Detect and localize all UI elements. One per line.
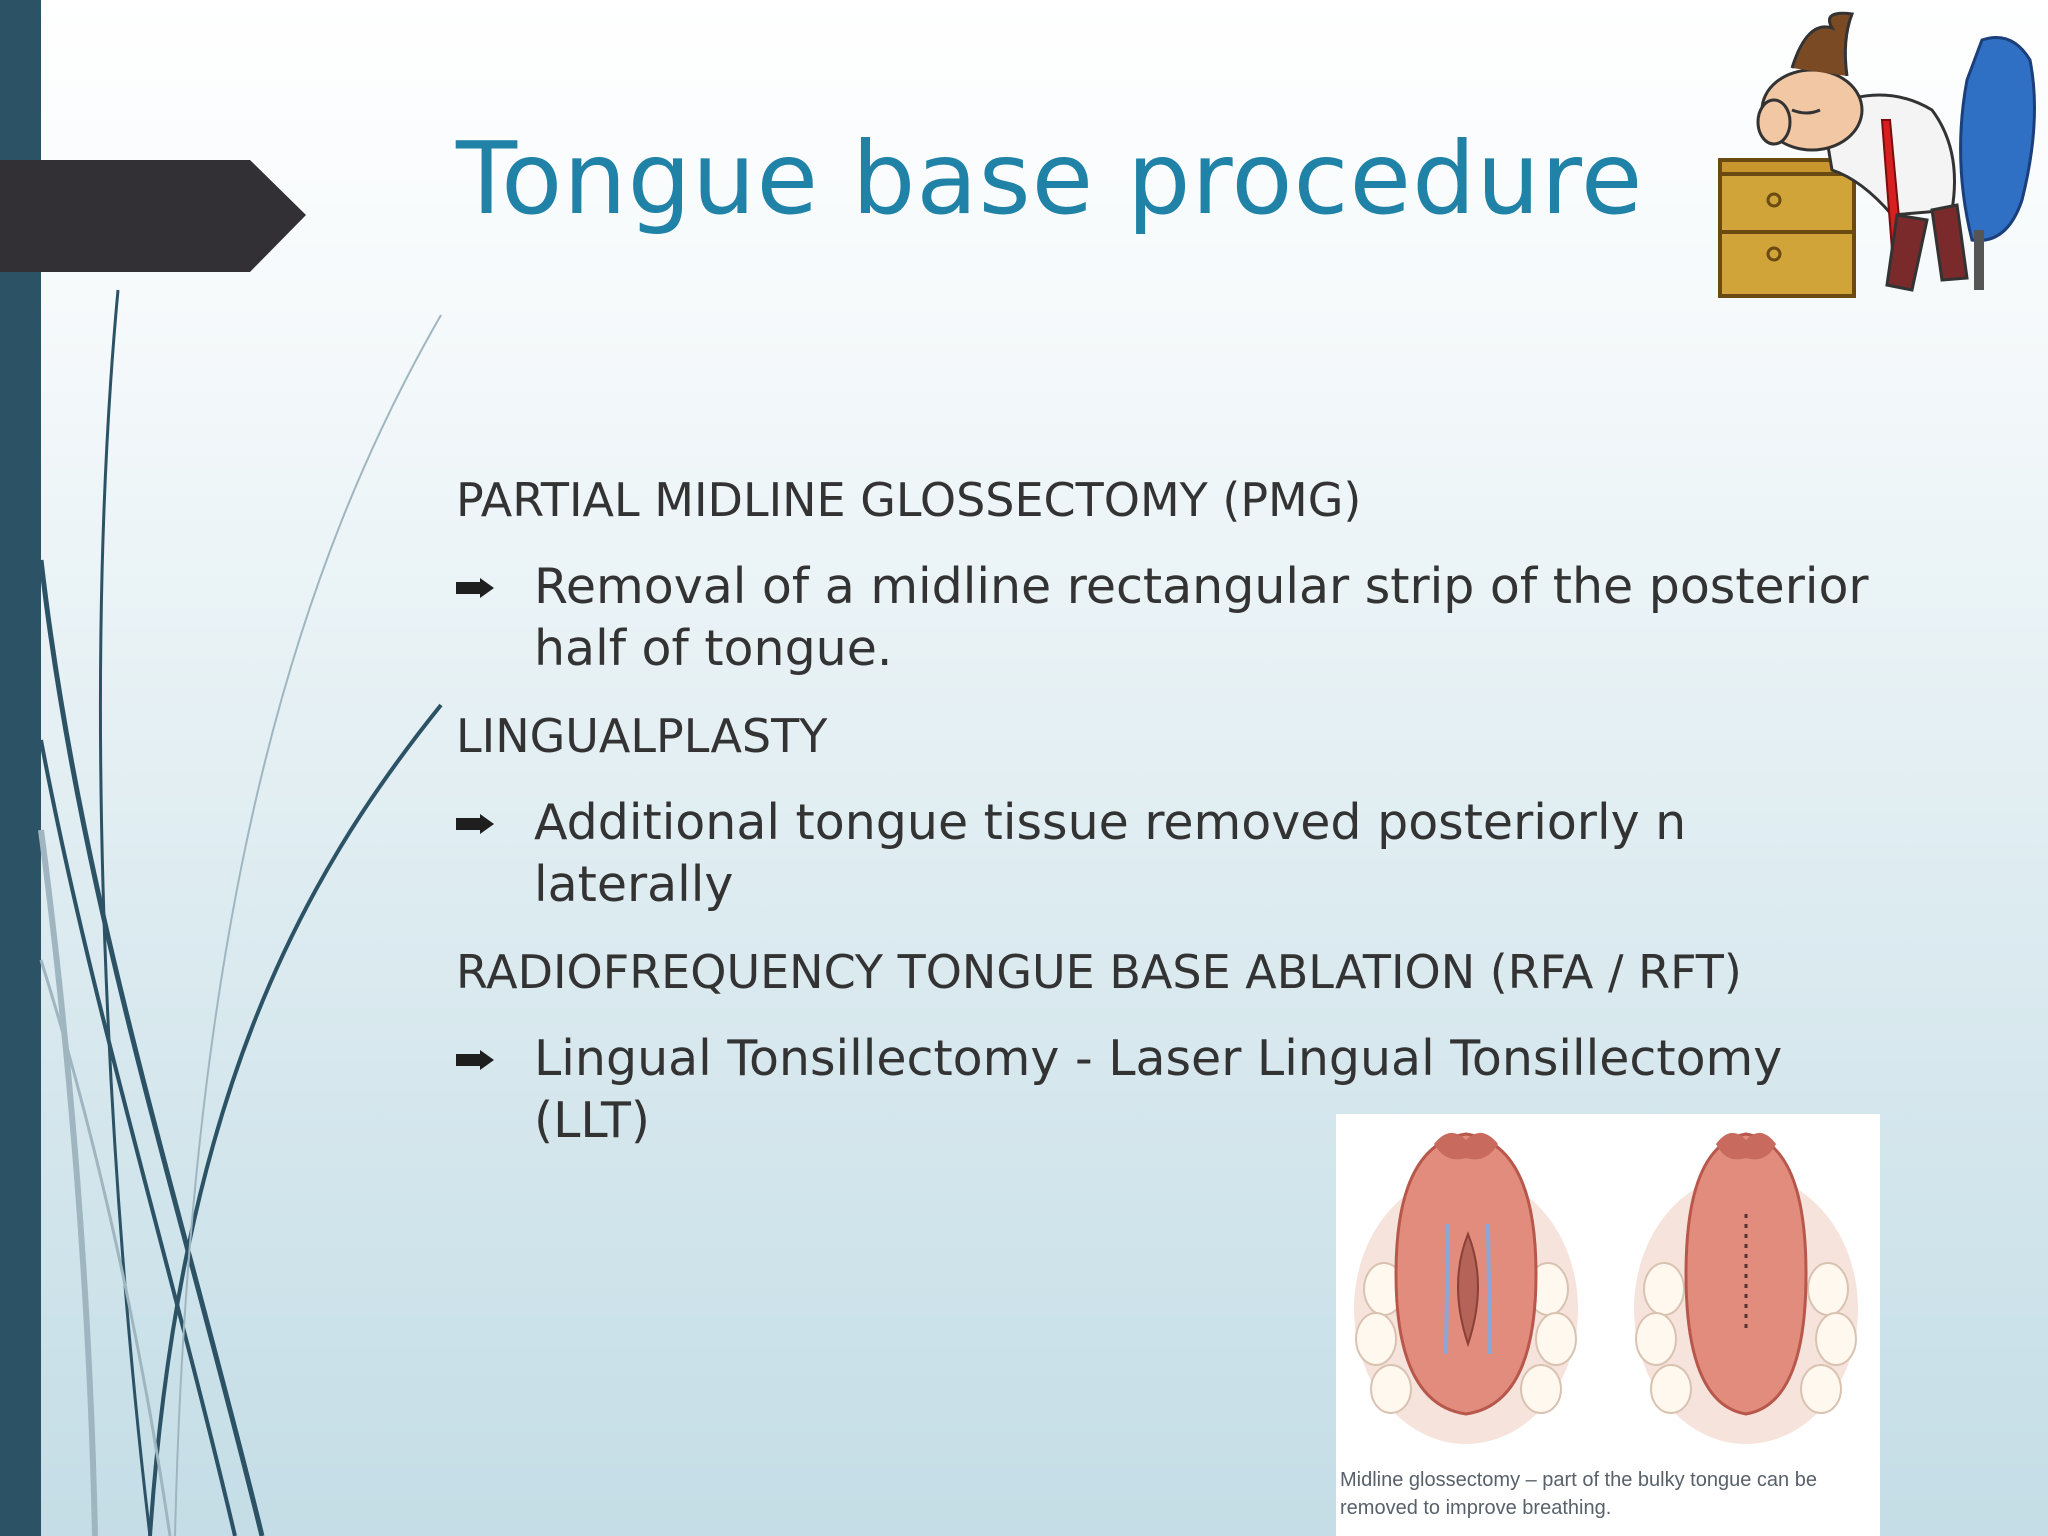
slide-content: PARTIAL MIDLINE GLOSSECTOMY (PMG) Remova… — [456, 470, 1876, 1178]
heading-lingualplasty: LINGUALPLASTY — [456, 709, 828, 763]
heading-pmg: PARTIAL MIDLINE GLOSSECTOMY (PMG) — [456, 473, 1362, 527]
slide-title: Tongue base procedure — [456, 120, 1644, 237]
bullet-item: Additional tongue tissue removed posteri… — [456, 792, 1876, 916]
bullet-item: Removal of a midline rectangular strip o… — [456, 556, 1876, 680]
title-arrow-tab — [0, 160, 306, 272]
figure-caption: Midline glossectomy – part of the bulky … — [1340, 1469, 1817, 1519]
right-arrow-bullet-icon — [456, 814, 494, 834]
tongue-before-icon — [1354, 1132, 1578, 1444]
bullet-text: Additional tongue tissue removed posteri… — [534, 794, 1687, 913]
tongue-illustration — [1354, 1132, 1858, 1444]
heading-rfa: RADIOFREQUENCY TONGUE BASE ABLATION (RFA… — [456, 945, 1742, 999]
tongue-after-icon — [1634, 1132, 1858, 1444]
bullet-text: Removal of a midline rectangular strip o… — [534, 558, 1869, 677]
right-arrow-bullet-icon — [456, 1050, 494, 1070]
bullet-text: Lingual Tonsillectomy - Laser Lingual To… — [534, 1030, 1783, 1149]
glossectomy-figure: Midline glossectomy – part of the bulky … — [1336, 1114, 1880, 1536]
bullet-item: Lingual Tonsillectomy - Laser Lingual To… — [456, 1028, 1876, 1152]
decorative-swoosh-lines — [38, 289, 443, 1536]
tired-worker-cartoon-image — [1718, 11, 2036, 298]
right-arrow-bullet-icon — [456, 578, 494, 598]
